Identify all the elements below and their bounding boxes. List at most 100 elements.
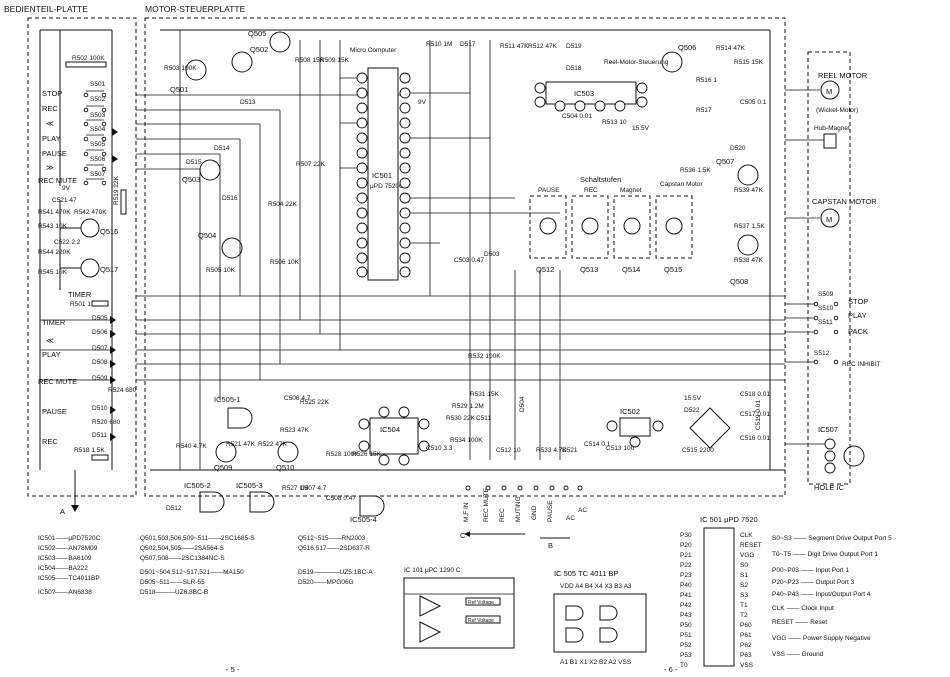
svg-text:C513 100: C513 100 [606,445,635,452]
inset-ic101: IC 101 μPC 1290 C Ref Voltage Ref Voltag… [403,567,515,649]
svg-text:P62: P62 [740,642,752,649]
switch-label-pause: PAUSE [42,149,67,158]
svg-text:Q512~515——RN2003: Q512~515——RN2003 [298,535,366,542]
parts-list: IC501——μPD7520C IC502——AN78M09 IC503——BA… [38,535,373,596]
svg-text:IC505-4: IC505-4 [350,515,377,524]
svg-text:C519 0.01: C519 0.01 [755,400,762,430]
transistor-q510: Q510 [276,441,299,472]
svg-text:Ref Voltage: Ref Voltage [468,618,494,624]
switch-s506[interactable]: S506 ≫ [46,156,107,172]
svg-text:REC MUTE: REC MUTE [483,487,490,522]
led-d506: ≪ D506 [46,329,116,345]
hub-magnet-coil-icon [823,133,837,149]
svg-text:S0: S0 [740,562,748,569]
panel-board: R502 100K S501 STOP S502 REC S503 ≪ [38,29,137,516]
gate-ic505-3 [249,491,275,513]
svg-text:C516 0.01: C516 0.01 [740,435,770,442]
svg-text:R541 470K: R541 470K [38,209,71,216]
svg-text:PLAY: PLAY [848,311,867,320]
svg-text:R513 10: R513 10 [602,119,627,126]
svg-text:≪: ≪ [46,336,54,345]
svg-text:C522 2.2: C522 2.2 [54,239,81,246]
panel-switch-group: S501 STOP S502 REC S503 ≪ S504 PLAY [38,81,107,186]
capstan-motor-icon [820,208,840,228]
svg-text:S506: S506 [90,156,106,163]
svg-text:Q516: Q516 [100,227,118,236]
ic502-regulator: IC502 15.5V [606,395,731,449]
inset-ic505: IC 505 TC 4011 BP VDD A4 B4 X4 X3 B3 A3 … [553,569,647,666]
switch-label-rec-mute: REC MUTE [38,176,77,185]
svg-text:REC: REC [42,437,58,446]
svg-text:T0~T5 —— Digit Drive Output Po: T0~T5 —— Digit Drive Output Port 1 [772,551,878,558]
svg-text:D513: D513 [240,99,256,106]
schaltstufen-block: Schaltstufen PAUSE Q512 REC Q513 Magnet … [529,175,703,274]
svg-text:PACK: PACK [848,327,868,336]
svg-text:C517 0.01: C517 0.01 [740,411,770,418]
switch-s501[interactable]: S501 STOP [42,81,107,98]
svg-text:GND: GND [531,505,538,520]
svg-text:R522 47K: R522 47K [258,441,288,448]
svg-text:C514 0.1: C514 0.1 [584,441,611,448]
svg-text:IC501: IC501 [372,171,392,180]
stage-capstan: Capstan Motor Q515 [655,181,703,274]
svg-text:REC: REC [499,508,506,522]
svg-text:PAUSE: PAUSE [547,500,554,522]
switch-s510[interactable]: S510 PLAY [813,305,867,321]
svg-text:IC507: IC507 [818,425,838,434]
svg-text:Micro Computer: Micro Computer [350,47,397,54]
svg-text:S502: S502 [90,96,106,103]
svg-text:IC 505 TC 4011 BP: IC 505 TC 4011 BP [554,569,618,578]
switch-s502[interactable]: S502 REC [42,96,107,113]
svg-text:15.5V: 15.5V [684,395,702,402]
point-c: C [460,531,466,540]
transistor-q507: Q507 [716,157,759,186]
svg-text:Q504: Q504 [198,231,216,240]
svg-text:Q510: Q510 [276,463,294,472]
svg-text:R505 10K: R505 10K [206,267,236,274]
inset-ic501: IC 501 μPD 7520 P30 P20 P21 P22 P23 P40 … [680,515,892,669]
ic503-reel-control: IC503 Reel-Motor-Steuerung [534,59,669,112]
switch-s511[interactable]: S511 PACK [813,319,868,336]
point-a: A [60,507,65,516]
switch-s505[interactable]: S505 PAUSE [42,141,107,158]
svg-text:R527 1M: R527 1M [282,485,308,492]
svg-text:P21: P21 [680,552,692,559]
r519-label: R519 22K [113,175,120,205]
svg-text:IC503——BA6109: IC503——BA6109 [38,555,92,562]
svg-text:R543 10K: R543 10K [38,223,68,230]
svg-text:R508 15K: R508 15K [295,57,325,64]
svg-text:R525 22K: R525 22K [300,399,330,406]
svg-text:R545 10K: R545 10K [38,269,68,276]
motor-board-bus [136,29,785,471]
transistor-q506: Q506 [661,43,696,73]
transistor-q502: Q502 [231,45,268,73]
motor-transistors: Q505 Q501 Q502 Q503 Q504 Q506 Q507 Q508 … [170,29,759,472]
timer-label: TIMER [68,290,92,299]
svg-text:D519————UZ5.1BC-A: D519————UZ5.1BC-A [298,569,373,576]
svg-text:R506 10K: R506 10K [270,259,300,266]
svg-text:T1: T1 [740,602,748,609]
svg-text:P40~P43 —— Input/Output Port 4: P40~P43 —— Input/Output Port 4 [772,591,871,598]
svg-text:VSS —— Ground: VSS —— Ground [772,651,824,658]
switch-s507[interactable]: S507 REC MUTE [38,171,107,186]
svg-text:Q513: Q513 [580,265,598,274]
svg-text:D519: D519 [566,43,582,50]
svg-text:R512 47K: R512 47K [528,43,558,50]
switch-s512[interactable]: S512 REC INHIBIT [813,350,881,368]
svg-text:D518: D518 [566,65,582,72]
svg-text:AC: AC [566,515,575,522]
svg-text:P22: P22 [680,562,692,569]
switch-s503[interactable]: S503 ≪ [46,112,107,128]
svg-text:R520 680: R520 680 [92,419,121,426]
svg-text:A1 B1 X1 X2 B2 A2 VSS: A1 B1 X1 X2 B2 A2 VSS [560,659,632,666]
switch-s509[interactable]: S509 STOP [813,291,868,307]
switch-s504[interactable]: S504 PLAY [42,126,107,143]
ic501-pin-legend: S0~S3 —— Segment Drive Output Port 5 T0~… [772,535,892,658]
transistor-q508: Q508 [730,234,759,286]
svg-text:C512 10: C512 10 [496,447,521,454]
point-b: B [548,541,553,550]
svg-text:VGG —— Power Supply Negative: VGG —— Power Supply Negative [772,635,871,642]
svg-text:S3: S3 [740,592,748,599]
led-d511: REC D511 [42,432,116,446]
